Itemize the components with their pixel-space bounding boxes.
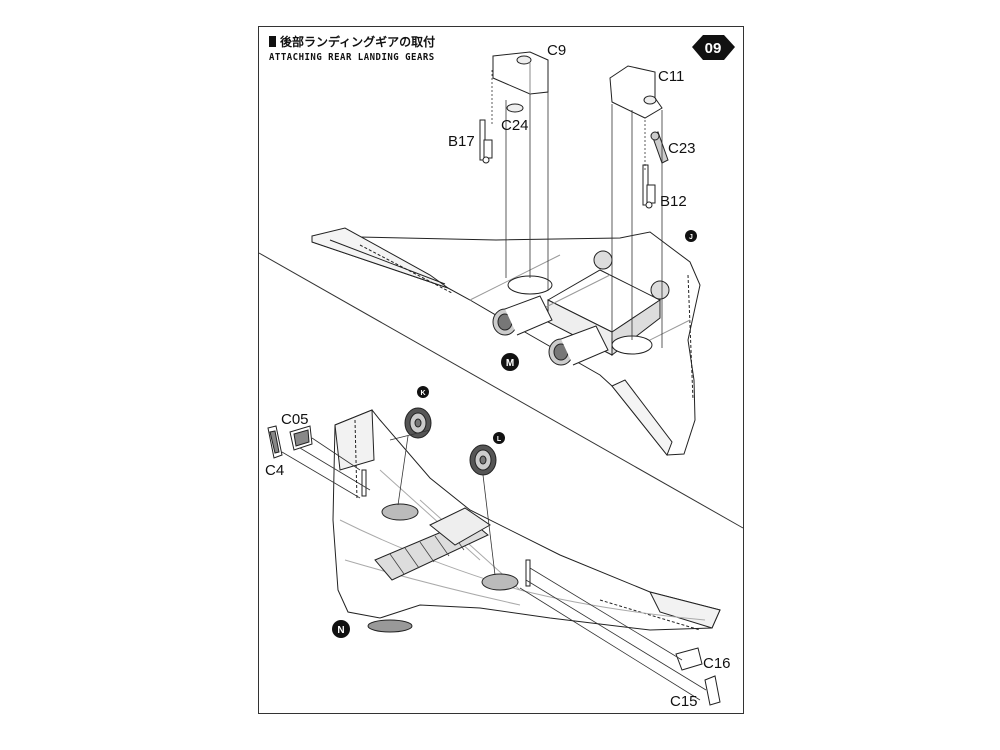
callout-n: N <box>332 620 350 638</box>
guide-lines-top <box>491 70 663 348</box>
callout-m: M <box>501 353 519 371</box>
label-c16: C16 <box>703 655 731 672</box>
label-c4: C4 <box>265 462 284 479</box>
step-title-english: ATTACHING REAR LANDING GEARS <box>269 52 435 64</box>
engine-intake-left <box>492 295 553 336</box>
callout-n-text: N <box>337 625 344 636</box>
callout-k-text: K <box>420 390 425 397</box>
label-c9: C9 <box>547 42 566 59</box>
title-marker <box>269 36 276 47</box>
part-c15 <box>704 675 721 706</box>
label-c23: C23 <box>668 140 696 157</box>
step-title-block: 後部ランディングギアの取付 ATTACHING REAR LANDING GEA… <box>269 33 435 64</box>
step-title-japanese: 後部ランディングギアの取付 <box>269 33 435 50</box>
lower-wing-assembly <box>332 409 721 633</box>
label-c24: C24 <box>501 117 529 134</box>
part-c4 <box>267 425 283 459</box>
step-number: 09 <box>705 40 722 57</box>
wheel-l <box>469 444 497 476</box>
guide-lines-bottom <box>281 429 707 701</box>
part-c23 <box>650 131 669 164</box>
callout-l: L <box>493 432 505 444</box>
part-b17 <box>479 119 493 164</box>
label-c11: C11 <box>658 68 684 85</box>
label-c15: C15 <box>670 693 698 710</box>
callout-m-text: M <box>506 358 514 369</box>
section-divider <box>258 252 744 529</box>
engine-intake-right <box>548 325 609 366</box>
lower-gear-struts <box>361 469 531 587</box>
label-b12: B12 <box>660 193 687 210</box>
part-c24 <box>506 103 524 113</box>
part-c16 <box>675 647 703 671</box>
label-b17: B17 <box>448 133 475 150</box>
wheel-k <box>404 407 432 439</box>
part-c9 <box>492 51 549 95</box>
label-c05: C05 <box>281 411 309 428</box>
part-b12 <box>642 164 656 209</box>
callout-j-text: J <box>689 234 693 241</box>
callout-j: J <box>685 230 697 242</box>
callout-k: K <box>417 386 429 398</box>
step-number-badge: 09 <box>692 35 735 60</box>
part-c05 <box>289 425 313 451</box>
part-c11 <box>609 65 663 119</box>
callout-l-text: L <box>497 436 502 443</box>
step-title-jp-text: 後部ランディングギアの取付 <box>280 35 436 49</box>
